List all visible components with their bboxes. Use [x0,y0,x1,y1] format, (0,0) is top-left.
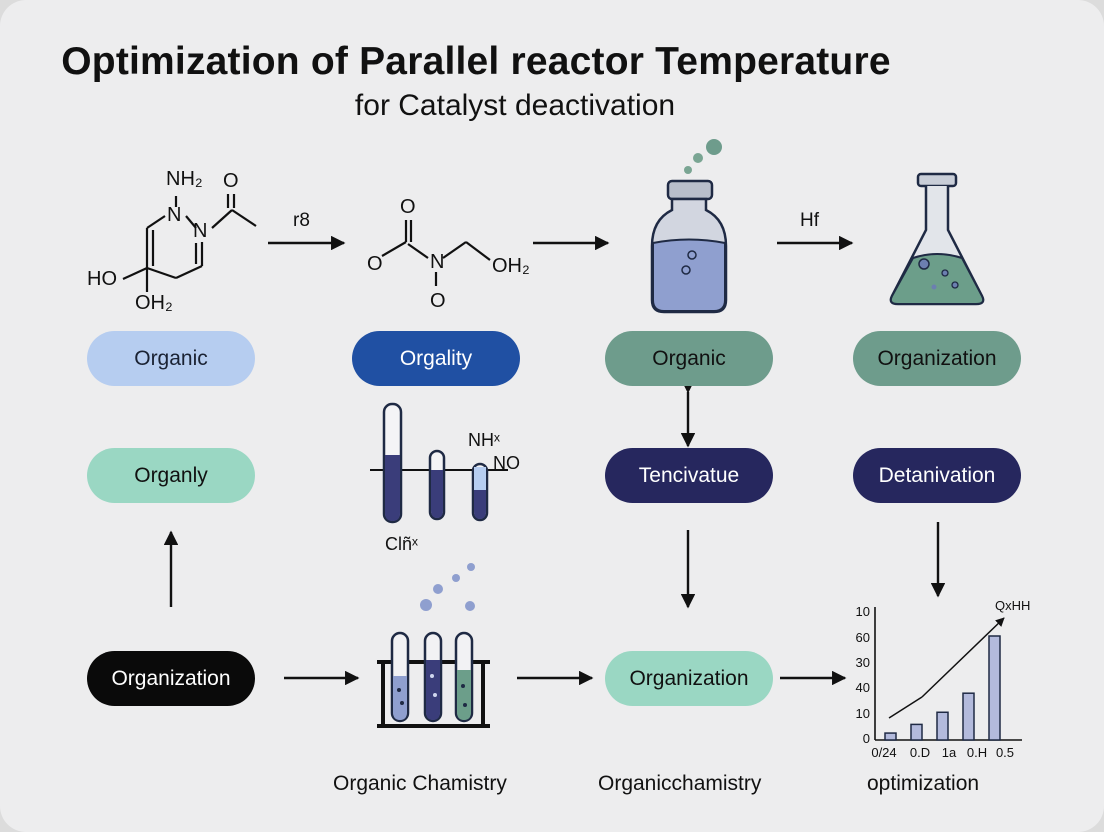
caption-organic-chemistry: Organic Chamistry [333,772,507,795]
molecule-1-atom: OH₂ [135,292,173,314]
chart-annotation: QxHH [995,598,1031,613]
tubes-label-cl: Clñˣ [385,534,418,554]
tubes-label-no: NO [493,453,520,473]
chart-y-tick-label: 60 [855,630,870,645]
chart-bar [988,635,1001,741]
trend-line [888,696,923,719]
page-subtitle: for Catalyst deactivation [354,89,676,122]
chart-y-tick-label: 30 [855,655,870,670]
arrow-label-1: r8 [293,210,310,231]
node-detanivation[interactable]: Detanivation [853,448,1021,503]
chart-y-tick-label: 0 [862,731,870,746]
caption-organicchamistry: Organicchamistry [598,772,762,795]
chart-x-tick-label: 0.D [909,745,931,760]
node-organly[interactable]: Organly [87,448,255,503]
molecule-2-atom: O [430,290,446,312]
trend-arrow [921,617,1005,698]
chart-y-tick-label: 10 [855,604,870,619]
node-organic-1[interactable]: Organic [87,331,255,386]
tubes-label-nh: NHˣ [468,430,500,450]
node-organization-black[interactable]: Organization [87,651,255,706]
molecule-2-atom: N [430,251,445,273]
page-title: Optimization of Parallel reactor Tempera… [61,40,891,83]
chart-y-tick-label: 40 [855,680,870,695]
chart-x-tick-label: 0/24 [871,745,897,760]
molecule-2-atom: O [400,196,416,218]
molecule-1-atom: N [167,204,182,226]
chart-bar [962,692,975,741]
molecule-1-atom: O [223,170,239,192]
chart-x-tick-label: 0.H [966,745,988,760]
molecule-2-atom: O [367,253,383,275]
node-organization-mint[interactable]: Organization [605,651,773,706]
molecule-1-atom: HO [87,268,117,290]
node-organic-2[interactable]: Organic [605,331,773,386]
chart-y-tick-label: 10 [855,706,870,721]
chart-x-tick-label: 1a [941,745,957,760]
chart-x-tick-label: 0.5 [995,745,1015,760]
molecule-1-atom: N [193,220,208,242]
arrow-label-3: Hf [800,210,819,231]
node-organization-top[interactable]: Organization [853,331,1021,386]
chart-bar [936,711,949,741]
node-orgality[interactable]: Orgality [352,331,520,386]
caption-optimization: optimization [867,772,980,795]
molecule-1-atom: NH₂ [166,168,203,190]
node-tencivatue[interactable]: Tencivatue [605,448,773,503]
molecule-2-atom: OH₂ [492,255,530,277]
chart-bar [910,723,923,741]
chart-bar [884,732,897,741]
